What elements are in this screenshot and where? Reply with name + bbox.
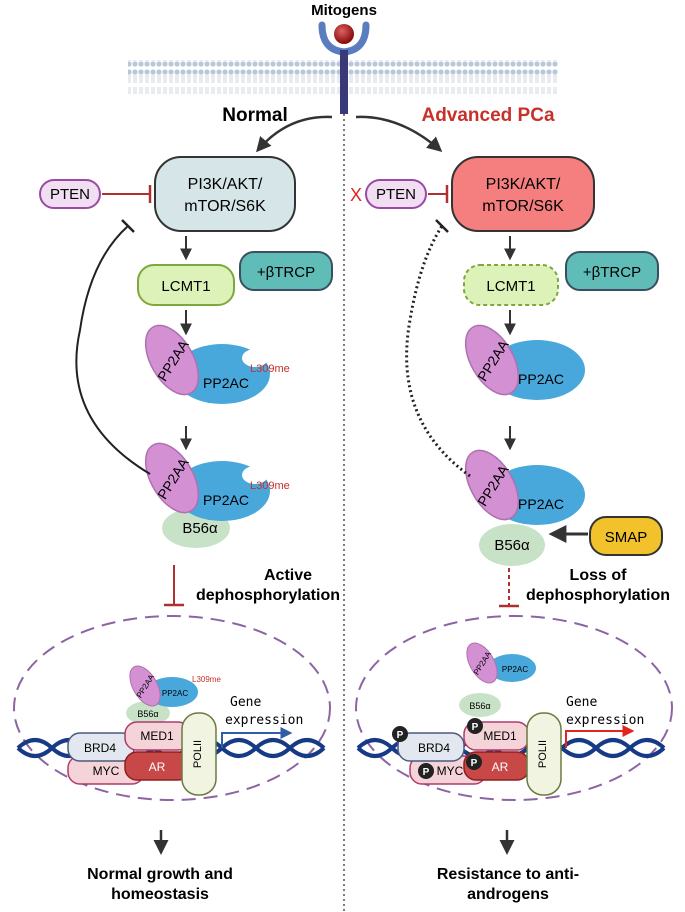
smap-box: SMAP bbox=[589, 516, 663, 556]
active-label: Active bbox=[264, 567, 312, 584]
phospho-markers: P P P P bbox=[392, 718, 483, 779]
pp2a-holoenzyme-normal: PP2AA PP2AC L309me B56α bbox=[144, 442, 290, 548]
svg-text:+βTRCP: +βTRCP bbox=[257, 264, 315, 281]
expression-label-normal: expression bbox=[225, 713, 303, 728]
svg-text:PP2AC: PP2AC bbox=[502, 665, 528, 674]
advanced-pca-title: Advanced PCa bbox=[421, 105, 554, 126]
feedback-tbar-cancer bbox=[435, 219, 449, 233]
svg-text:MYC: MYC bbox=[437, 764, 464, 778]
svg-text:P: P bbox=[471, 758, 478, 769]
svg-text:mTOR/S6K: mTOR/S6K bbox=[184, 198, 266, 215]
pten-loss-x: X bbox=[350, 185, 362, 205]
outcome-cancer-line1: Resistance to anti- bbox=[437, 866, 579, 883]
svg-text:B56α: B56α bbox=[494, 537, 530, 554]
loss-label: Loss of bbox=[570, 567, 628, 584]
svg-text:POLII: POLII bbox=[192, 740, 204, 768]
svg-text:B56α: B56α bbox=[469, 701, 490, 711]
svg-text:+βTRCP: +βTRCP bbox=[583, 264, 641, 281]
expression-arrow-cancer bbox=[565, 725, 635, 748]
pp2a-methylated-normal: PP2AA PP2AC L309me bbox=[144, 324, 290, 404]
svg-text:BRD4: BRD4 bbox=[84, 741, 116, 755]
pten-cancer: PTEN bbox=[365, 179, 427, 209]
nucleus-normal bbox=[13, 615, 331, 801]
svg-text:L309me: L309me bbox=[250, 363, 290, 375]
svg-text:PI3K/AKT/: PI3K/AKT/ bbox=[188, 176, 263, 193]
svg-text:LCMT1: LCMT1 bbox=[161, 278, 210, 295]
feedback-dotted-cancer bbox=[405, 225, 471, 478]
svg-text:BRD4: BRD4 bbox=[418, 741, 450, 755]
inhibit-loss-cancer bbox=[499, 568, 519, 608]
inhibit-active-normal bbox=[164, 565, 184, 607]
dephos-label-normal: dephosphorylation bbox=[196, 587, 340, 604]
svg-text:MED1: MED1 bbox=[483, 729, 517, 743]
expression-label-cancer: expression bbox=[566, 713, 644, 728]
svg-text:PP2AC: PP2AC bbox=[203, 375, 249, 391]
svg-text:PP2AC: PP2AC bbox=[203, 492, 249, 508]
pp2a-nucleus-cancer: PP2AA PP2AC B56α bbox=[459, 642, 536, 717]
expression-arrow-normal bbox=[221, 727, 293, 748]
receptor-icon bbox=[318, 21, 370, 114]
pten-normal: PTEN bbox=[39, 179, 101, 209]
pathway-box-normal: PI3K/AKT/ mTOR/S6K bbox=[154, 156, 296, 232]
svg-text:B56α: B56α bbox=[137, 709, 158, 719]
svg-text:mTOR/S6K: mTOR/S6K bbox=[482, 198, 564, 215]
svg-text:B56α: B56α bbox=[182, 520, 218, 537]
svg-text:P: P bbox=[423, 767, 430, 778]
normal-title: Normal bbox=[222, 105, 287, 126]
arrow-to-cancer bbox=[355, 115, 443, 152]
mitogens-label: Mitogens bbox=[311, 2, 377, 19]
lcmt1-normal: LCMT1 bbox=[137, 264, 235, 306]
pp2a-nucleus-normal: PP2AA PP2AC L309me B56α bbox=[126, 665, 221, 725]
pp2a-unmethylated-cancer: PP2AA PP2AC bbox=[464, 324, 585, 400]
outcome-normal-line1: Normal growth and bbox=[87, 866, 233, 883]
gene-label-cancer: Gene bbox=[566, 695, 597, 710]
svg-text:AR: AR bbox=[492, 760, 509, 774]
pten-inhibit-normal bbox=[102, 185, 152, 203]
outcome-normal-line2: homeostasis bbox=[111, 886, 209, 903]
svg-text:PP2AC: PP2AC bbox=[518, 496, 564, 512]
btrcp-normal: +βTRCP bbox=[239, 251, 333, 291]
complex-normal: MYC BRD4 MED1 AR POLII bbox=[67, 712, 217, 796]
nucleus-cancer bbox=[355, 615, 673, 801]
feedback-inhibition-normal bbox=[75, 225, 151, 475]
outcome-cancer-line2: androgens bbox=[467, 886, 549, 903]
svg-text:MED1: MED1 bbox=[140, 729, 174, 743]
svg-text:SMAP: SMAP bbox=[605, 529, 648, 546]
svg-text:L309me: L309me bbox=[250, 480, 290, 492]
feedback-tbar-normal bbox=[121, 219, 135, 233]
pten-inhibit-cancer bbox=[428, 185, 449, 203]
pp2a-holoenzyme-cancer: PP2AA PP2AC B56α bbox=[464, 449, 585, 566]
svg-text:MYC: MYC bbox=[93, 764, 120, 778]
svg-text:AR: AR bbox=[149, 760, 166, 774]
svg-text:L309me: L309me bbox=[192, 675, 221, 684]
arrow-to-normal bbox=[256, 115, 333, 153]
svg-text:PP2AC: PP2AC bbox=[518, 371, 564, 387]
dephos-label-cancer: dephosphorylation bbox=[526, 587, 670, 604]
pathway-box-cancer: PI3K/AKT/ mTOR/S6K bbox=[451, 156, 595, 232]
svg-text:LCMT1: LCMT1 bbox=[486, 278, 535, 295]
svg-text:P: P bbox=[472, 722, 479, 733]
svg-text:POLII: POLII bbox=[537, 740, 549, 768]
svg-text:PP2AC: PP2AC bbox=[162, 689, 188, 698]
svg-text:PI3K/AKT/: PI3K/AKT/ bbox=[486, 176, 561, 193]
svg-text:P: P bbox=[397, 730, 404, 741]
svg-text:PTEN: PTEN bbox=[376, 186, 416, 203]
btrcp-cancer: +βTRCP bbox=[565, 251, 659, 291]
lcmt1-cancer: LCMT1 bbox=[463, 264, 559, 306]
gene-label-normal: Gene bbox=[230, 695, 261, 710]
svg-text:PTEN: PTEN bbox=[50, 186, 90, 203]
